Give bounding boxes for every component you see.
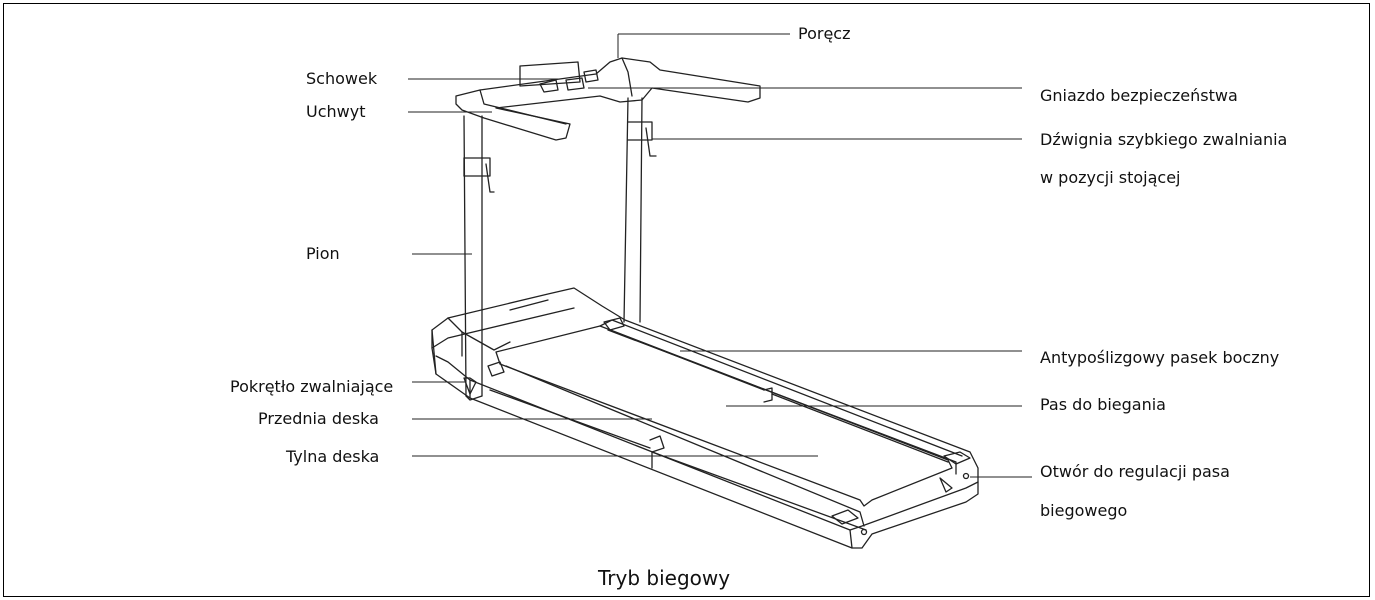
label-tylna: Tylna deska — [286, 447, 380, 466]
label-pas: Pas do biegania — [1040, 395, 1166, 414]
label-gniazdo: Gniazdo bezpieczeństwa — [1040, 86, 1238, 105]
label-pokretlo: Pokrętło zwalniające — [230, 377, 394, 396]
diagram-caption: Tryb biegowy — [598, 566, 731, 590]
label-pion: Pion — [306, 244, 340, 263]
label-schowek: Schowek — [306, 69, 378, 88]
treadmill-deck — [431, 287, 979, 549]
label-otwor-line1: Otwór do regulacji pasa — [1040, 462, 1230, 481]
label-otwor-line2: biegowego — [1040, 501, 1128, 520]
label-uchwyt: Uchwyt — [306, 102, 366, 121]
right-upright — [623, 97, 657, 323]
left-upright — [463, 115, 495, 401]
diagram-frame — [3, 3, 1370, 597]
label-antyposlizg: Antypoślizgowy pasek boczny — [1040, 348, 1280, 367]
label-dzwignia-line2: w pozycji stojącej — [1040, 168, 1181, 187]
label-dzwignia-line1: Dźwignia szybkiego zwalniania — [1040, 130, 1288, 149]
label-porecz: Poręcz — [798, 24, 851, 43]
running-belt — [487, 317, 971, 536]
label-przednia: Przednia deska — [258, 409, 379, 428]
